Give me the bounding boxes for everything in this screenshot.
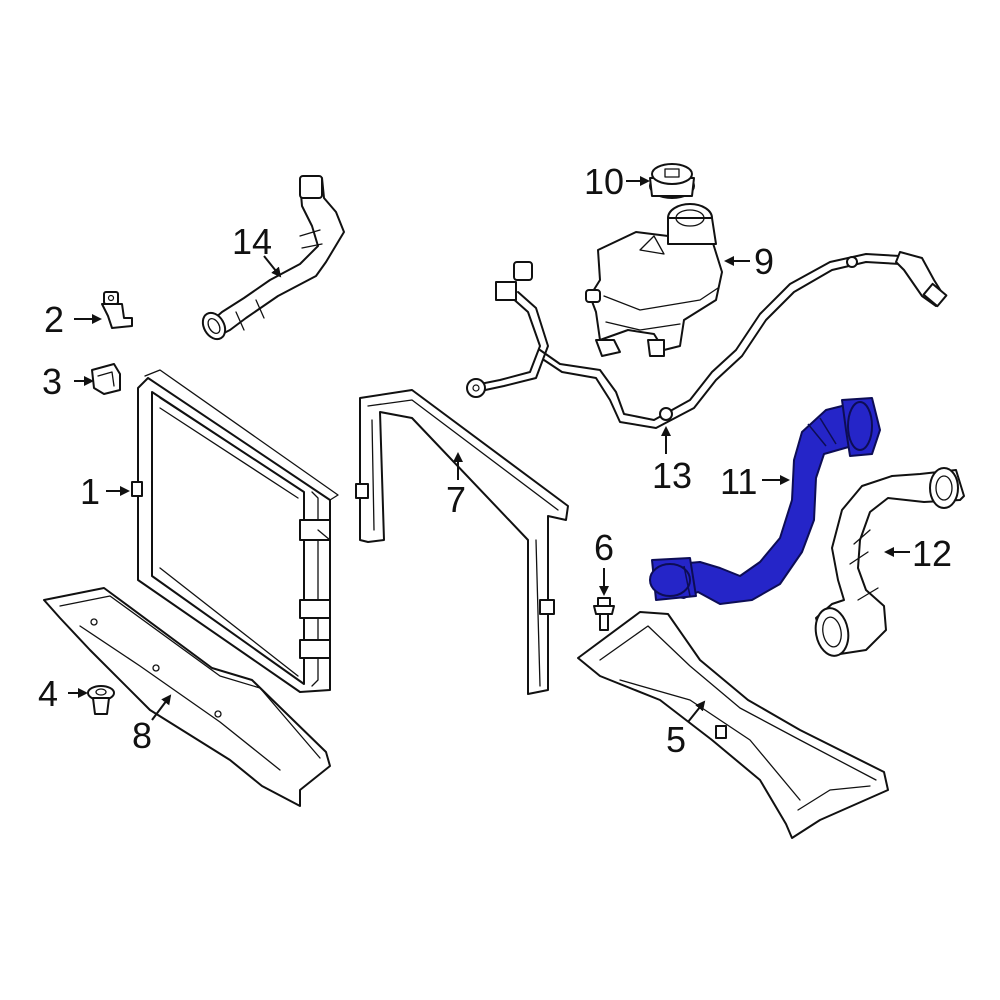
upper-hose-14[interactable] bbox=[198, 175, 345, 343]
lower-air-deflector[interactable] bbox=[43, 587, 331, 807]
callout-2: 2 bbox=[44, 299, 64, 340]
callout-14: 14 bbox=[232, 221, 272, 262]
callout-10: 10 bbox=[584, 161, 624, 202]
expansion-tank[interactable] bbox=[585, 203, 723, 357]
callout-4: 4 bbox=[38, 673, 58, 714]
grommet-3[interactable] bbox=[91, 363, 121, 395]
callout-7: 7 bbox=[446, 479, 466, 520]
coolant-cap[interactable] bbox=[649, 163, 695, 199]
radiator-support-frame[interactable] bbox=[355, 389, 569, 695]
callout-1: 1 bbox=[80, 471, 100, 512]
callout-3: 3 bbox=[42, 361, 62, 402]
callout-6: 6 bbox=[594, 527, 614, 568]
callout-8: 8 bbox=[132, 715, 152, 756]
radiator-hose-11[interactable] bbox=[649, 397, 881, 605]
clip-2[interactable] bbox=[101, 291, 133, 329]
lower-hose-12[interactable] bbox=[812, 467, 965, 658]
lower-support[interactable] bbox=[577, 611, 889, 839]
callout-labels: 1 2 3 4 5 6 7 8 9 10 11 12 13 14 bbox=[38, 161, 952, 760]
plug-4[interactable] bbox=[87, 685, 115, 715]
radiator[interactable] bbox=[131, 369, 339, 693]
callout-arrows bbox=[68, 176, 910, 723]
bolt-6[interactable] bbox=[593, 597, 615, 631]
callout-9: 9 bbox=[754, 241, 774, 282]
callout-12: 12 bbox=[912, 533, 952, 574]
callout-13: 13 bbox=[652, 455, 692, 496]
callout-11: 11 bbox=[720, 461, 757, 502]
callout-5: 5 bbox=[666, 719, 686, 760]
coolant-line-13[interactable] bbox=[466, 251, 948, 429]
